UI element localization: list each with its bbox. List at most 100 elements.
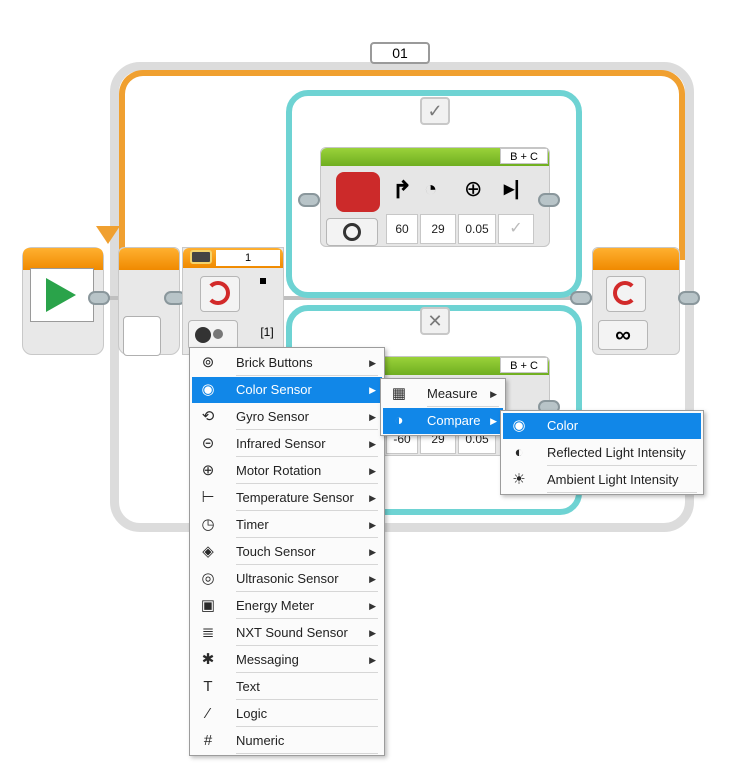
color-dots-icon <box>213 329 223 339</box>
nxt-sound-sensor-icon: ≣ <box>201 624 215 641</box>
steering-value[interactable]: 60 <box>386 214 418 244</box>
menu-item-numeric[interactable]: # Numeric <box>192 728 382 754</box>
menu-item-motor-rotation[interactable]: ⊕Motor Rotation▶ <box>192 458 382 484</box>
energy-meter-icon: ▣ <box>200 597 216 614</box>
loop-interrupt-tab[interactable] <box>123 316 161 356</box>
menu-divider <box>236 726 378 727</box>
loop-mode-selector[interactable]: ∞ <box>598 320 648 350</box>
menu-item-touch-sensor[interactable]: ◈Touch Sensor▶ <box>192 539 382 565</box>
menu-divider <box>547 492 697 493</box>
move-steering-icon <box>336 172 380 212</box>
rotations-value[interactable]: 0.05 <box>458 214 496 244</box>
menu-divider <box>547 465 697 466</box>
menu-item-label: Numeric <box>236 733 285 748</box>
menu-item-brick-buttons[interactable]: ⊚ Brick Buttons ▶ <box>192 350 382 376</box>
menu-item-nxt-sound-sensor[interactable]: ≣NXT Sound Sensor▶ <box>192 620 382 646</box>
loop-icon-box[interactable] <box>606 276 646 312</box>
chevron-right-icon: ▶ <box>369 520 376 530</box>
top-block-input-plug[interactable] <box>298 193 320 207</box>
top-block-output-plug[interactable] <box>538 193 560 207</box>
ultrasonic-sensor-icon: ◎ <box>201 570 215 587</box>
compare-options-menu: ◉Color◐Reflected Light Intensity☀Ambient… <box>500 410 704 495</box>
numeric-icon: # <box>203 732 213 749</box>
menu-item-label: Motor Rotation <box>236 463 322 478</box>
menu-item-label: Logic <box>236 706 268 721</box>
menu-divider <box>236 537 378 538</box>
menu-divider <box>236 564 378 565</box>
play-icon <box>46 278 76 312</box>
infrared-sensor-icon: ⊝ <box>201 435 215 452</box>
chevron-right-icon: ▶ <box>369 439 376 449</box>
menu-divider <box>236 429 378 430</box>
menu-divider <box>236 375 378 376</box>
menu-item-ambient-light-intensity[interactable]: ☀Ambient Light Intensity <box>503 467 701 493</box>
loop-end-header <box>593 248 679 270</box>
menu-divider <box>236 753 378 754</box>
switch-port-selector[interactable]: 1 <box>216 250 280 266</box>
menu-item-energy-meter[interactable]: ▣Energy Meter▶ <box>192 593 382 619</box>
touch-sensor-icon: ◈ <box>202 543 214 560</box>
case-true-tab[interactable]: ✓ <box>420 97 450 125</box>
power-value[interactable]: 29 <box>420 214 456 244</box>
menu-item-infrared-sensor[interactable]: ⊝ Infrared Sensor ▶ <box>192 431 382 457</box>
start-block-header <box>23 248 103 270</box>
switch-output-plug[interactable] <box>570 291 592 305</box>
chevron-right-icon: ▶ <box>490 416 497 426</box>
menu-item-label: Brick Buttons <box>236 355 313 370</box>
chevron-right-icon: ▶ <box>369 628 376 638</box>
motor-port-selector[interactable]: B + C <box>500 148 548 164</box>
loop-entry-arrow-icon <box>96 226 120 244</box>
compare-icon: ◑ <box>394 412 404 429</box>
menu-item-reflected-light-intensity[interactable]: ◐Reflected Light Intensity <box>503 440 701 466</box>
color-sensor-mode-menu: ▦ Measure ▶◑Compare▶ <box>380 378 506 436</box>
menu-item-gyro-sensor[interactable]: ⟲Gyro Sensor▶ <box>192 404 382 430</box>
loop-output-plug[interactable] <box>678 291 700 305</box>
case-false-tab[interactable]: ✕ <box>420 307 450 335</box>
menu-item-measure[interactable]: ▦Measure▶ <box>383 381 503 407</box>
motor-mode-selector[interactable] <box>326 218 378 246</box>
brake-at-end-toggle[interactable]: ✓ <box>498 214 534 244</box>
motor-block-header <box>321 148 549 166</box>
sensor-category-menu: ⊚Brick Buttons▶◉Color Sensor▶⟲Gyro Senso… <box>189 347 385 756</box>
menu-item-ultrasonic-sensor[interactable]: ◎Ultrasonic Sensor▶ <box>192 566 382 592</box>
menu-divider <box>236 591 378 592</box>
rotations-icon: ⊕ <box>464 176 483 201</box>
chevron-right-icon: ▶ <box>369 493 376 503</box>
menu-divider <box>427 406 499 407</box>
ambient-light-icon: ☀ <box>512 471 526 488</box>
reflected-light-icon: ◐ <box>514 444 524 461</box>
menu-item-logic[interactable]: ⁄ Logic <box>192 701 382 727</box>
menu-item-timer[interactable]: ◷Timer▶ <box>192 512 382 538</box>
menu-divider <box>236 699 378 700</box>
menu-item-color-sensor[interactable]: ◉Color Sensor▶ <box>192 377 382 403</box>
menu-divider <box>236 645 378 646</box>
switch-mode-selector[interactable] <box>188 320 238 350</box>
brick-buttons-icon: ⊚ <box>201 354 215 371</box>
chevron-right-icon: ▶ <box>369 358 376 368</box>
menu-item-messaging[interactable]: ✱Messaging▶ <box>192 647 382 673</box>
switch-mode-icon-box[interactable] <box>200 276 240 312</box>
menu-item-temperature-sensor[interactable]: ⊢Temperature Sensor▶ <box>192 485 382 511</box>
menu-item-label: Measure <box>427 386 478 401</box>
measure-icon: ▦ <box>391 385 407 402</box>
gyro-sensor-icon: ⟲ <box>201 408 215 425</box>
menu-item-color[interactable]: ◉Color <box>503 413 701 439</box>
menu-divider <box>236 672 378 673</box>
motor-port-selector-bottom[interactable]: B + C <box>500 357 548 373</box>
switch-icon <box>206 281 230 305</box>
logic-icon: ⁄ <box>206 705 210 722</box>
steering-icon: ↱ <box>392 177 413 204</box>
menu-item-label: Infrared Sensor <box>236 436 326 451</box>
menu-item-label: Energy Meter <box>236 598 315 613</box>
menu-item-compare[interactable]: ◑Compare▶ <box>383 408 503 434</box>
menu-divider <box>236 618 378 619</box>
rotations-mode-icon <box>343 223 361 241</box>
menu-item-label: Messaging <box>236 652 299 667</box>
switch-pin-icon <box>260 278 266 284</box>
loop-counter-label[interactable]: 01 <box>370 42 430 64</box>
chevron-right-icon: ▶ <box>369 385 376 395</box>
chevron-right-icon: ▶ <box>369 655 376 665</box>
text-icon: T <box>203 678 213 695</box>
start-output-plug[interactable] <box>88 291 110 305</box>
